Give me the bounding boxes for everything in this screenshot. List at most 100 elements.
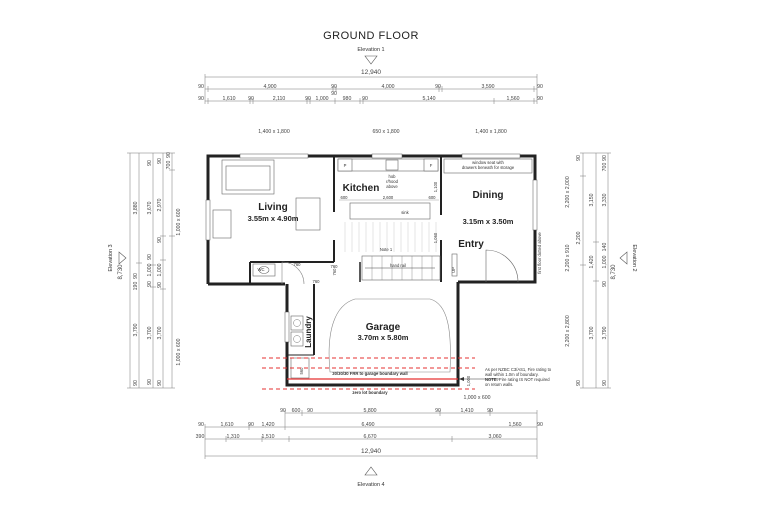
- dim-label: 6,670: [364, 434, 377, 440]
- dining-fixtures: [443, 158, 533, 283]
- laundry-room-name: Laundry: [304, 316, 313, 348]
- hob-label: hob: [389, 174, 397, 179]
- dim-label: 3,670: [147, 201, 153, 214]
- dim-label: 1,100: [433, 181, 438, 192]
- top-dimension-chains: 12,940 90 4,900 90 4,000 90 3,590 90 90 …: [198, 69, 543, 104]
- window-size-label: 650 x 1,800: [372, 129, 399, 135]
- dim-label: 90: [157, 237, 163, 243]
- elevation-1-marker-icon: [364, 55, 378, 65]
- dim-label: 760: [332, 268, 337, 276]
- dim-label: 2,110: [273, 96, 286, 102]
- dim-label: 90: [157, 158, 163, 164]
- dim-label: 90: [331, 91, 337, 97]
- dim-label: 980: [343, 96, 352, 102]
- dim-label: 1,410: [461, 408, 474, 414]
- fire-note: As per NZBC C3/AS1, Fire rating to wall …: [485, 367, 552, 387]
- dim-label: 90: [331, 84, 337, 90]
- wc-fixtures: [252, 261, 305, 285]
- dim-label: 90: [147, 281, 153, 287]
- dining-room-size: 3.15m x 3.50m: [463, 217, 514, 226]
- dim-label: 90: [198, 422, 204, 428]
- dim-label: 600: [292, 408, 301, 414]
- first-floor-note: first floor dotted above: [537, 232, 542, 274]
- fire-note-line: As per NZBC C3/AS1, Fire rating to: [485, 367, 552, 372]
- building-walls: [206, 154, 537, 387]
- dim-label: 90: [166, 152, 172, 158]
- dim-label: 90: [147, 254, 153, 260]
- dim-label: 5,800: [364, 408, 377, 414]
- bottom-dimension-chains: 90 600 90 5,800 90 1,410 90 1,560 90 1,6…: [196, 408, 543, 459]
- window-seat-note: window seat with: [472, 160, 504, 165]
- zero-lot-boundary-label: zero lot boundary: [352, 390, 388, 395]
- dim-label: 1,560: [509, 422, 522, 428]
- wc-label: WC: [258, 267, 265, 272]
- elevation-4-label: Elevation 4: [357, 482, 384, 488]
- dim-label: 600: [341, 195, 349, 200]
- window-size-label: 2,200 x 2,800: [565, 315, 571, 347]
- dim-label: 6,490: [362, 422, 375, 428]
- fire-note-bold: NOTE:: [485, 377, 498, 382]
- note-1-label: Note 1: [380, 247, 393, 252]
- dim-label: 90: [576, 155, 582, 161]
- dim-label: 1,000: [466, 375, 471, 386]
- dim-label: 90: [362, 96, 368, 102]
- windows: [205, 153, 538, 343]
- fire-note-line: wall within 1.0m of boundary.: [485, 372, 539, 377]
- top-overall-dim: 12,940: [361, 69, 381, 76]
- dim-label: 90: [307, 408, 313, 414]
- svg-text:NOTE: Fire rating IS NOT requi: NOTE: Fire rating IS NOT required: [485, 377, 550, 382]
- dim-label: 1,310: [227, 434, 240, 440]
- dim-label: 700: [602, 163, 608, 172]
- window-size-label: 1,000 x 600: [176, 338, 182, 365]
- dim-label: 1,420: [589, 255, 595, 268]
- dim-label: 3,060: [489, 434, 502, 440]
- fire-rating-label: 30/30/30 FRR to garage boundary wall: [332, 371, 407, 376]
- dim-label: 90: [133, 273, 139, 279]
- entry-room-name: Entry: [458, 239, 484, 250]
- living-room-name: Living: [258, 202, 287, 213]
- sink-label: sink: [401, 210, 409, 215]
- right-dimension-chains: 8,730 3,150 1,420 3,700 90 700 3,330 140…: [565, 152, 617, 389]
- elevation-4-marker-icon: [364, 466, 378, 476]
- dim-label: 90: [157, 380, 163, 386]
- dim-label: 5,140: [423, 96, 436, 102]
- dim-label: 90: [248, 96, 254, 102]
- window-size-label: 1,000 x 600: [463, 395, 490, 401]
- dim-label: 90: [602, 380, 608, 386]
- dim-label: 90: [537, 96, 543, 102]
- dim-label: 1,000: [157, 263, 163, 276]
- dim-label: 90: [198, 96, 204, 102]
- dining-room-name: Dining: [472, 190, 503, 201]
- dim-label: 700: [166, 161, 172, 170]
- dim-label: 1,000: [147, 263, 153, 276]
- fire-note-line: on return walls.: [485, 382, 513, 387]
- garage-room-size: 3.70m x 5.80m: [358, 333, 409, 342]
- garage-fixtures: [290, 298, 451, 379]
- dim-label: 90: [487, 408, 493, 414]
- dim-label: 90: [280, 408, 286, 414]
- dim-label: 600: [429, 195, 437, 200]
- dim-label: 90: [537, 422, 543, 428]
- living-furniture: [212, 159, 321, 239]
- dim-label: 90: [435, 84, 441, 90]
- dim-label: 3,590: [482, 84, 495, 90]
- window-size-label: 1,000 x 600: [176, 208, 182, 235]
- dim-label: 4,900: [264, 84, 277, 90]
- dim-label: 390: [196, 434, 205, 440]
- dim-label: 4,000: [382, 84, 395, 90]
- rangehood-label: r/hood: [386, 179, 399, 184]
- living-room-size: 3.55m x 4.90m: [248, 214, 299, 223]
- left-dimension-chains: 8,730 3,880 3,790 90 3,670 90 1,000 90 3…: [118, 152, 182, 389]
- handrail-label: hand rail: [390, 263, 406, 268]
- dim-label: 90: [147, 160, 153, 166]
- dim-label: 1,000: [602, 255, 608, 268]
- dim-label: 760: [313, 279, 321, 284]
- stairs: [361, 255, 441, 281]
- dim-label: 3,700: [589, 326, 595, 339]
- window-size-label: 2,200 x 910: [565, 244, 571, 271]
- dim-label: 3,330: [602, 193, 608, 206]
- rangehood-above-label: above: [386, 184, 398, 189]
- dim-label: 3,790: [602, 326, 608, 339]
- dim-label: 2,200: [576, 231, 582, 244]
- dim-label: 90: [602, 281, 608, 287]
